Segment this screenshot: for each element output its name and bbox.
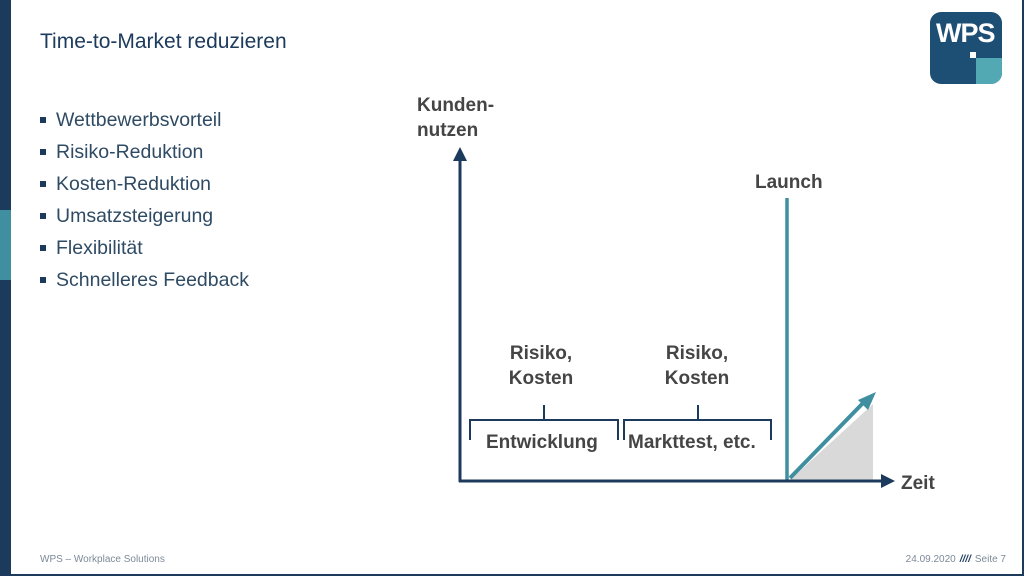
bottom-border — [0, 574, 1024, 576]
footer-date: 24.09.2020 — [905, 554, 956, 565]
y-axis-label-line2: nutzen — [417, 120, 478, 141]
x-axis-label: Zeit — [901, 473, 935, 494]
bullet-square-icon — [40, 213, 46, 219]
bullet-text: Wettbewerbsvorteil — [56, 109, 222, 131]
bullet-text: Schnelleres Feedback — [56, 269, 249, 291]
left-accent-bar — [0, 0, 11, 576]
footer-separator: //// — [959, 554, 971, 565]
wps-logo: WPS — [930, 12, 1002, 84]
bullet-text: Flexibilität — [56, 237, 143, 259]
benefit-arrowhead-icon — [858, 392, 876, 410]
risk-label-1-line2: Kosten — [509, 368, 573, 389]
x-axis-arrowhead-icon — [881, 474, 895, 488]
bullet-text: Risiko-Reduktion — [56, 141, 204, 163]
risk-label-2-line1: Risiko, — [666, 343, 728, 364]
phase-label-markttest: Markttest, etc. — [628, 432, 756, 453]
benefit-growth-line — [788, 400, 866, 480]
brace-markttest — [623, 405, 772, 440]
logo-text: WPS — [936, 18, 996, 48]
right-border — [1022, 0, 1024, 576]
bullet-text: Umsatzsteigerung — [56, 205, 214, 227]
slide-title: Time-to-Market reduzieren — [40, 30, 287, 53]
risk-label-2-line2: Kosten — [665, 368, 729, 389]
bullet-list: Wettbewerbsvorteil Risiko-Reduktion Kost… — [40, 106, 249, 298]
bullet-item: Risiko-Reduktion — [40, 138, 249, 170]
footer-page-number: Seite 7 — [974, 554, 1006, 565]
bullet-item: Flexibilität — [40, 234, 249, 266]
risk-label-1-line1: Risiko, — [510, 343, 572, 364]
logo-corner-notch — [970, 52, 976, 58]
bullet-item: Schnelleres Feedback — [40, 266, 249, 298]
bullet-square-icon — [40, 277, 46, 283]
bullet-square-icon — [40, 181, 46, 187]
bullet-text: Kosten-Reduktion — [56, 173, 212, 195]
bullet-item: Umsatzsteigerung — [40, 202, 249, 234]
y-axis-label-line1: Kunden- — [417, 95, 494, 116]
bullet-square-icon — [40, 149, 46, 155]
bullet-item: Kosten-Reduktion — [40, 170, 249, 202]
bullet-square-icon — [40, 117, 46, 123]
benefit-area — [790, 404, 873, 480]
phase-label-entwicklung: Entwicklung — [486, 432, 598, 453]
left-accent-highlight — [0, 210, 11, 280]
logo-square — [976, 58, 1002, 84]
brace-entwicklung — [469, 405, 619, 440]
footer-company: WPS – Workplace Solutions — [40, 554, 165, 565]
y-axis-arrowhead-icon — [453, 147, 467, 161]
bullet-square-icon — [40, 245, 46, 251]
launch-label: Launch — [755, 172, 823, 193]
bullet-item: Wettbewerbsvorteil — [40, 106, 249, 138]
footer-meta: 24.09.2020////Seite 7 — [906, 554, 1006, 565]
